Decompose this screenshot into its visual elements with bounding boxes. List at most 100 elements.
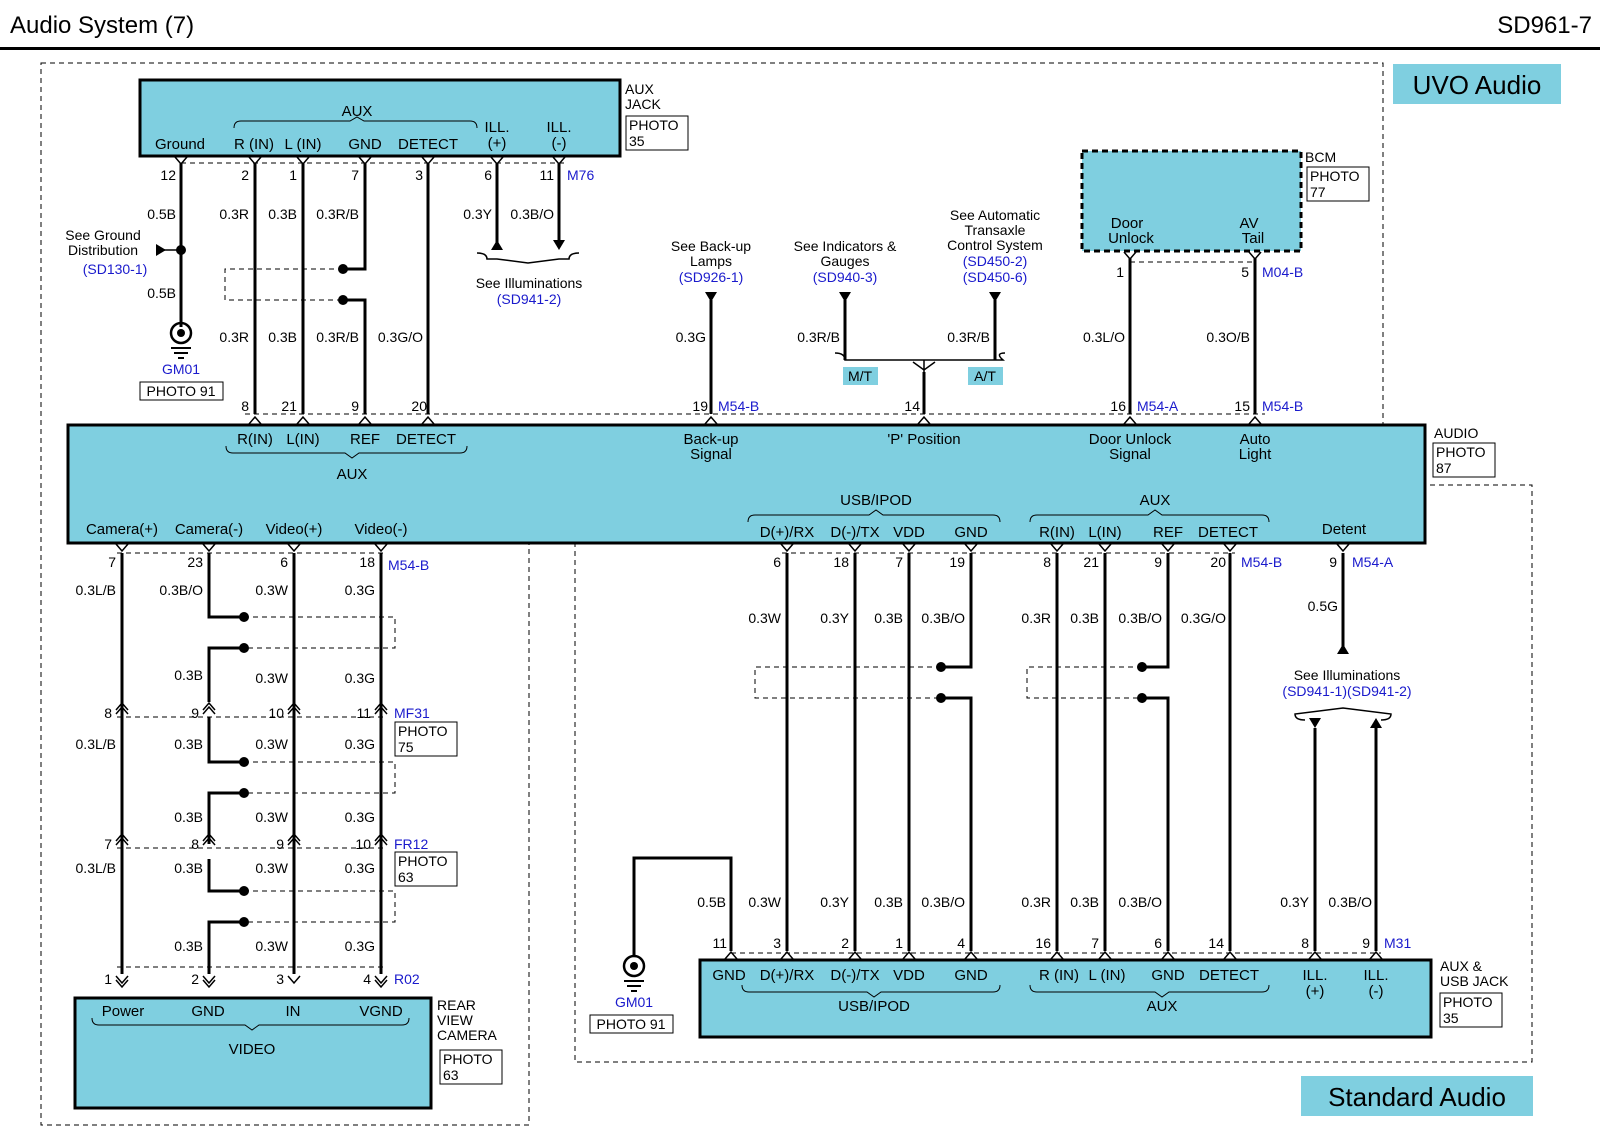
connector-id: M54-B bbox=[388, 557, 429, 573]
wire-color: 0.3Y bbox=[820, 610, 849, 626]
pin-number: 21 bbox=[1083, 554, 1099, 570]
wire-color: 0.3B bbox=[174, 667, 203, 683]
pin-label: L (IN) bbox=[1089, 967, 1126, 984]
wire-color: 0.3G bbox=[345, 809, 375, 825]
wire-color: 0.3B/O bbox=[159, 582, 203, 598]
pin-number: 19 bbox=[949, 554, 965, 570]
pin-number: 9 bbox=[1329, 554, 1337, 570]
pin-label: REF bbox=[350, 431, 380, 448]
mt-label: M/T bbox=[848, 368, 873, 384]
pin-number: 7 bbox=[1091, 935, 1099, 951]
audio-unit-box bbox=[66, 423, 1427, 545]
aux-usb-jack-box bbox=[698, 958, 1433, 1039]
pin-number: 12 bbox=[160, 167, 176, 183]
pin-label: DETECT bbox=[396, 431, 456, 448]
ground-reference-2: Distribution bbox=[68, 242, 138, 258]
pin-number: 11 bbox=[539, 167, 554, 183]
wire-color: 0.5G bbox=[1308, 598, 1338, 614]
connector-id: M31 bbox=[1384, 935, 1411, 951]
pin-label: (+) bbox=[488, 135, 507, 152]
wire-color: 0.3Y bbox=[820, 894, 849, 910]
pin-number: 2 bbox=[191, 971, 199, 987]
indicators-reference-link[interactable]: (SD940-3) bbox=[813, 269, 878, 285]
wire-color: 0.3B/O bbox=[921, 610, 965, 626]
wire-color: 0.3W bbox=[748, 894, 781, 910]
aux-jack-name: AUX bbox=[625, 81, 654, 97]
photo-label: PHOTO bbox=[1443, 994, 1493, 1010]
illumination-reference-right-link[interactable]: (SD941-1)(SD941-2) bbox=[1282, 683, 1411, 699]
wire-color: 0.3W bbox=[255, 809, 288, 825]
wire-color: 0.3L/B bbox=[76, 860, 116, 876]
wire-color: 0.3R bbox=[219, 329, 249, 345]
pin-label: (-) bbox=[552, 135, 567, 152]
wire-color: 0.3B bbox=[174, 736, 203, 752]
connector-id: FR12 bbox=[394, 836, 428, 852]
connector-id: M54-B bbox=[718, 398, 759, 414]
wire-color: 0.3G bbox=[345, 938, 375, 954]
wire-color: 0.3R/B bbox=[316, 329, 359, 345]
wire-color: 0.3R bbox=[1021, 894, 1051, 910]
pin-label: IN bbox=[286, 1003, 301, 1020]
pin-label: D(-)/TX bbox=[830, 967, 879, 984]
indicators-reference-2: Gauges bbox=[820, 253, 869, 269]
wire-color: 0.3B bbox=[174, 938, 203, 954]
pin-number: 7 bbox=[108, 554, 116, 570]
photo-number: 63 bbox=[398, 869, 414, 885]
pin-number: 6 bbox=[773, 554, 781, 570]
photo-number: 77 bbox=[1310, 184, 1326, 200]
ground-id-2: GM01 bbox=[615, 994, 653, 1010]
pin-number: 19 bbox=[692, 398, 708, 414]
pin-number: 8 bbox=[1301, 935, 1309, 951]
connector-id: M04-B bbox=[1262, 264, 1303, 280]
pin-label: L(IN) bbox=[1088, 524, 1121, 541]
pin-label: D(-)/TX bbox=[830, 524, 879, 541]
pin-label: ILL. bbox=[484, 119, 509, 136]
pin-number: 15 bbox=[1234, 398, 1250, 414]
pin-number: 6 bbox=[1154, 935, 1162, 951]
wire-color: 0.5B bbox=[697, 894, 726, 910]
transaxle-reference-link-2[interactable]: (SD450-6) bbox=[963, 269, 1028, 285]
pin-label: Door bbox=[1111, 215, 1144, 232]
pin-label: Signal bbox=[1109, 446, 1151, 463]
pin-label: VGND bbox=[359, 1003, 403, 1020]
pin-label: R(IN) bbox=[237, 431, 273, 448]
transaxle-reference: See Automatic bbox=[950, 207, 1040, 223]
photo-number: 35 bbox=[1443, 1010, 1459, 1026]
page-header: Audio System (7) SD961-7 bbox=[0, 0, 1600, 50]
aux-group-label: AUX bbox=[1147, 998, 1178, 1015]
rear-camera-name-3: CAMERA bbox=[437, 1027, 498, 1043]
backup-reference-2: Lamps bbox=[690, 253, 732, 269]
pin-number: 8 bbox=[191, 836, 199, 852]
pin-label: Camera(-) bbox=[175, 521, 243, 538]
aux-usb-jack-name: AUX & bbox=[1440, 958, 1483, 974]
pin-label: Door Unlock bbox=[1089, 431, 1172, 448]
pin-label: Signal bbox=[690, 446, 732, 463]
pin-label: Unlock bbox=[1108, 230, 1154, 247]
transaxle-reference-link[interactable]: (SD450-2) bbox=[963, 253, 1028, 269]
wire-color: 0.3G/O bbox=[1181, 610, 1226, 626]
ground-reference-link[interactable]: (SD130-1) bbox=[83, 261, 148, 277]
wire-color: 0.3B/O bbox=[1118, 894, 1162, 910]
pin-number: 18 bbox=[833, 554, 849, 570]
wire-color: 0.3R bbox=[219, 206, 249, 222]
wire-color: 0.3L/B bbox=[76, 582, 116, 598]
ground-id: GM01 bbox=[162, 361, 200, 377]
page-title: Audio System (7) bbox=[10, 12, 195, 39]
rear-camera-box bbox=[73, 996, 433, 1110]
backup-reference: See Back-up bbox=[671, 238, 751, 254]
pin-number: 9 bbox=[276, 836, 284, 852]
backup-reference-link[interactable]: (SD926-1) bbox=[679, 269, 744, 285]
illumination-reference-link[interactable]: (SD941-2) bbox=[497, 291, 562, 307]
wire-color: 0.3L/B bbox=[76, 736, 116, 752]
pin-number: 1 bbox=[289, 167, 297, 183]
pin-number: 3 bbox=[773, 935, 781, 951]
wire-color: 0.3B bbox=[1070, 610, 1099, 626]
pin-label: Power bbox=[102, 1003, 145, 1020]
pin-number: 10 bbox=[355, 836, 371, 852]
transaxle-reference-3: Control System bbox=[947, 237, 1043, 253]
pin-number: 6 bbox=[484, 167, 492, 183]
pin-number: 4 bbox=[957, 935, 965, 951]
wire-color: 0.3B/O bbox=[921, 894, 965, 910]
photo-number: 87 bbox=[1436, 460, 1452, 476]
